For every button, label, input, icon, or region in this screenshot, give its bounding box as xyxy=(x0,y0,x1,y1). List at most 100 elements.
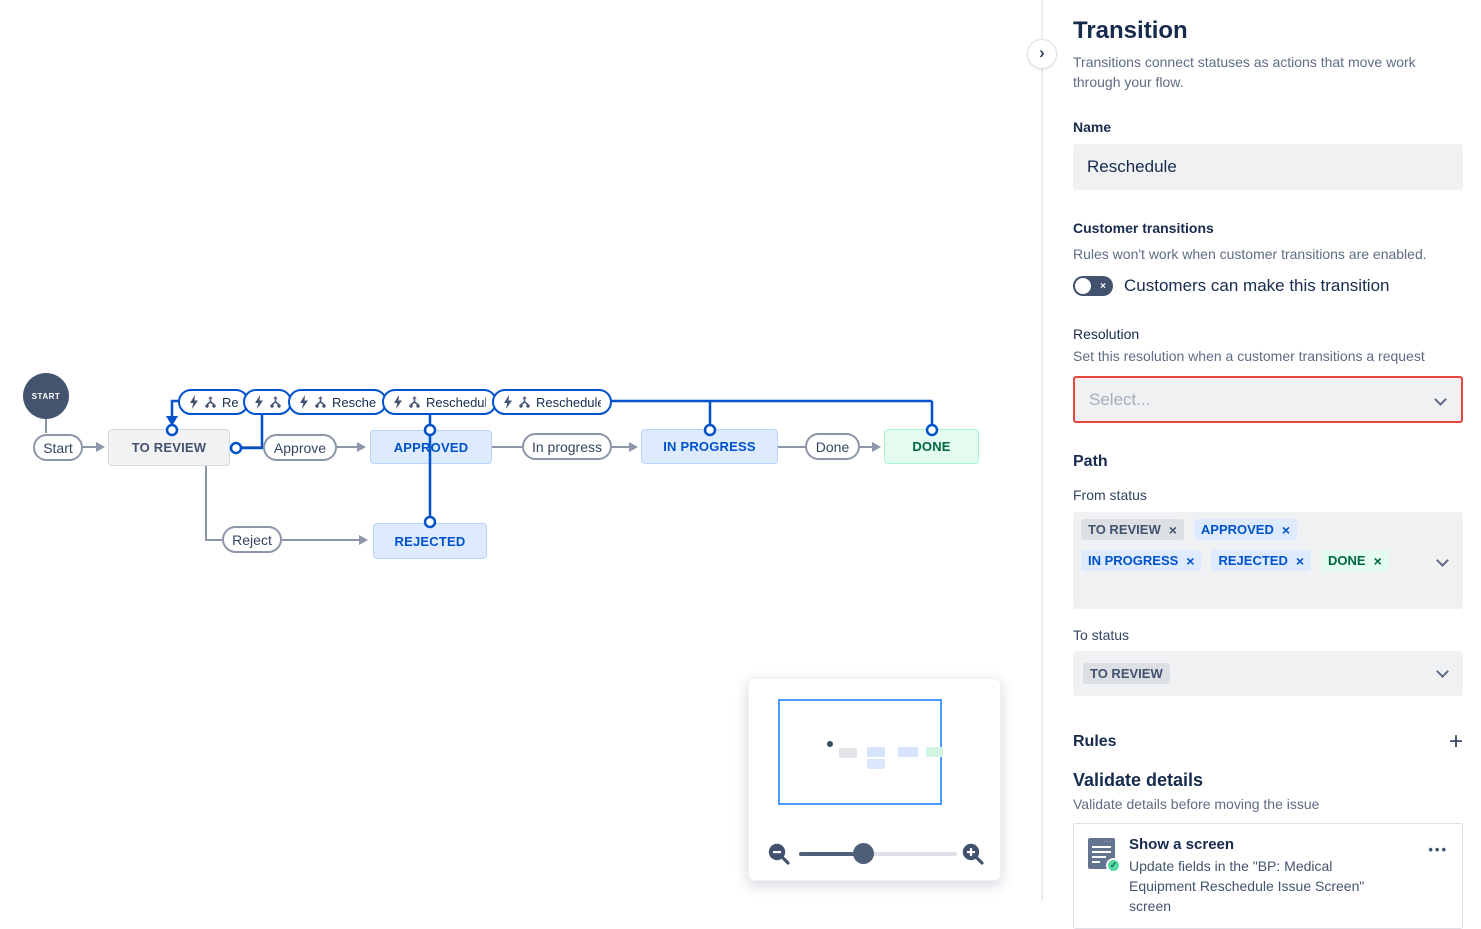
customer-transitions-heading: Customer transitions xyxy=(1073,220,1214,236)
rule-bolt-icon xyxy=(255,395,263,409)
customer-transitions-toggle[interactable]: × xyxy=(1073,276,1113,296)
zoom-slider-thumb[interactable] xyxy=(853,843,874,864)
minimap xyxy=(748,678,1001,881)
zoom-slider-track[interactable] xyxy=(799,852,957,856)
minimap-start-dot xyxy=(827,741,833,747)
selected-transition-reschedule-3[interactable]: Reschedule xyxy=(288,389,387,415)
resolution-placeholder: Select... xyxy=(1089,389,1151,409)
screen-rule-icon: ··· ✓ xyxy=(1088,838,1121,873)
resolution-note: Set this resolution when a customer tran… xyxy=(1073,348,1425,364)
selected-transition-reschedule-5[interactable]: Reschedule xyxy=(492,389,612,415)
rule-description: Update fields in the "BP: Medical Equipm… xyxy=(1129,858,1365,914)
to-status-select[interactable]: TO REVIEW xyxy=(1073,651,1463,696)
status-done[interactable]: DONE xyxy=(884,429,979,464)
branch-icon xyxy=(205,395,216,408)
remove-tag-icon[interactable]: × xyxy=(1168,521,1177,538)
screen-icon-line xyxy=(1092,851,1111,853)
chevron-down-icon xyxy=(1436,665,1449,678)
from-status-tag: REJECTED × xyxy=(1211,550,1312,571)
add-rule-button[interactable]: + xyxy=(1448,728,1463,755)
remove-tag-icon[interactable]: × xyxy=(1373,552,1382,569)
status-rejected[interactable]: REJECTED xyxy=(373,523,487,559)
selected-transition-reschedule-2[interactable]: Reschedule xyxy=(243,389,292,415)
status-label: APPROVED xyxy=(393,439,469,455)
rule-more-actions-button[interactable]: ••• xyxy=(1428,842,1448,857)
screen-icon-line xyxy=(1092,846,1111,848)
transition-done[interactable]: Done xyxy=(805,433,860,460)
status-approved[interactable]: APPROVED xyxy=(370,430,492,464)
remove-tag-icon[interactable]: × xyxy=(1295,552,1305,569)
tag-label: TO REVIEW xyxy=(1088,522,1161,537)
screen-icon-dots: ··· xyxy=(1103,839,1112,845)
branch-icon xyxy=(270,395,281,408)
transition-label: Reject xyxy=(232,531,272,548)
screen-icon-line xyxy=(1092,856,1106,858)
minimap-status-rect xyxy=(926,747,943,757)
selected-transition-reschedule-1[interactable]: Reschedule xyxy=(178,389,249,415)
rule-valid-check-icon: ✓ xyxy=(1106,858,1121,873)
rule-bolt-icon xyxy=(190,395,198,409)
rule-title: Show a screen xyxy=(1129,836,1235,853)
validate-details-heading: Validate details xyxy=(1073,770,1204,790)
rule-card-show-a-screen[interactable]: ··· ✓ Show a screen Update fields in the… xyxy=(1073,823,1463,929)
rule-bolt-icon xyxy=(300,395,308,409)
transition-label: Reschedule xyxy=(222,394,238,410)
branch-icon xyxy=(519,395,530,408)
from-status-multiselect[interactable]: TO REVIEW × APPROVED × IN PROGRESS × REJ… xyxy=(1073,512,1463,609)
transition-start[interactable]: Start xyxy=(33,434,83,461)
status-label: REJECTED xyxy=(394,533,466,549)
transition-label: Done xyxy=(815,438,850,455)
workflow-canvas[interactable]: START TO REVIEW APPROVED IN PROGRESS DON… xyxy=(0,0,1041,901)
transition-in-progress[interactable]: In progress xyxy=(522,433,612,460)
transition-label: Approve xyxy=(273,439,327,456)
tag-label: REJECTED xyxy=(1218,553,1288,568)
screen-icon-line xyxy=(1092,861,1100,863)
toggle-off-x-icon: × xyxy=(1100,280,1106,292)
collapse-panel-button[interactable]: › xyxy=(1027,39,1057,69)
rule-bolt-icon xyxy=(504,395,512,409)
status-to-review[interactable]: TO REVIEW xyxy=(108,429,230,466)
start-node[interactable]: START xyxy=(23,373,69,419)
rule-bolt-icon xyxy=(394,395,402,409)
transition-reject[interactable]: Reject xyxy=(222,526,282,553)
status-label: TO REVIEW xyxy=(131,440,207,455)
transition-label: Reschedule xyxy=(332,394,376,410)
from-status-tag: DONE × xyxy=(1321,550,1389,571)
branch-icon xyxy=(315,395,326,408)
tag-label: DONE xyxy=(1328,553,1366,568)
remove-tag-icon[interactable]: × xyxy=(1281,521,1291,538)
resolution-select[interactable]: Select... xyxy=(1073,376,1463,423)
minimap-status-rect xyxy=(867,747,885,757)
resolution-label: Resolution xyxy=(1073,326,1140,342)
validate-details-note: Validate details before moving the issue xyxy=(1073,796,1320,812)
minimap-status-rect xyxy=(898,747,918,757)
transition-label: Start xyxy=(43,439,73,456)
minimap-status-rect xyxy=(839,748,857,758)
transition-detail-panel: › Transition Transitions connect statuse… xyxy=(1027,0,1481,929)
customer-transitions-note: Rules won't work when customer transitio… xyxy=(1073,246,1427,262)
remove-tag-icon[interactable]: × xyxy=(1186,552,1195,569)
panel-title: Transition xyxy=(1073,17,1188,44)
tag-label: IN PROGRESS xyxy=(1088,553,1179,568)
tag-label: APPROVED xyxy=(1200,522,1274,537)
toggle-knob xyxy=(1075,278,1091,294)
tag-label: TO REVIEW xyxy=(1090,666,1163,681)
to-status-label: To status xyxy=(1073,627,1130,643)
status-in-progress[interactable]: IN PROGRESS xyxy=(641,429,778,464)
transition-label: In progress xyxy=(531,438,603,455)
selected-transition-reschedule-4[interactable]: Reschedule xyxy=(382,389,497,415)
chevron-right-icon: › xyxy=(1039,43,1045,62)
minimap-viewport[interactable] xyxy=(778,699,943,805)
name-input[interactable] xyxy=(1073,144,1463,190)
to-status-tag: TO REVIEW xyxy=(1083,663,1170,684)
status-label: DONE xyxy=(912,439,951,454)
from-status-label: From status xyxy=(1073,487,1147,503)
rules-heading: Rules xyxy=(1073,733,1117,750)
panel-description: Transitions connect statuses as actions … xyxy=(1073,54,1416,90)
zoom-in-icon[interactable] xyxy=(961,842,985,866)
from-status-tag: APPROVED × xyxy=(1193,519,1298,540)
from-status-tag: IN PROGRESS × xyxy=(1081,550,1202,571)
transition-approve[interactable]: Approve xyxy=(263,434,337,461)
zoom-out-icon[interactable] xyxy=(767,842,791,866)
customer-transitions-toggle-label: Customers can make this transition xyxy=(1124,276,1390,295)
